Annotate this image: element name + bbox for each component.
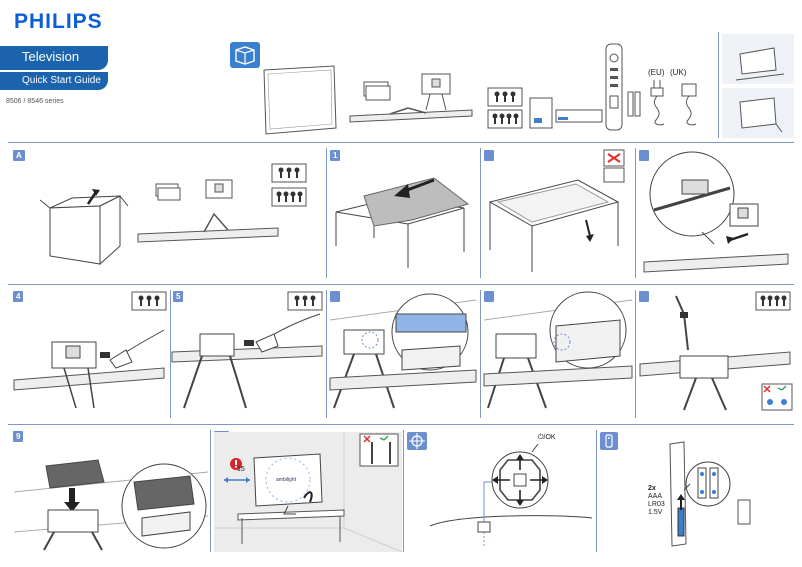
divider-r3-4	[635, 290, 636, 418]
battery-size: AAA	[648, 493, 663, 500]
battery-quantity: 2x	[648, 485, 656, 492]
distance-label: 15	[237, 466, 245, 473]
divider-row-1	[8, 142, 794, 143]
attach-stand-to-tv-illustration	[14, 432, 208, 552]
divider-r2-2	[480, 148, 481, 278]
remote-control-illustration	[604, 44, 644, 132]
fix-cover-detail-illustration	[484, 290, 632, 412]
tv-face-down-illustration	[486, 150, 630, 272]
option-b-panel	[722, 88, 794, 138]
plug-label-eu: (EU)	[648, 68, 665, 77]
step-4-screws	[132, 292, 166, 310]
step-8-screws	[756, 292, 790, 310]
joystick-section-icon	[407, 432, 427, 450]
power-cables-illustration	[646, 80, 710, 130]
battery-spec: 2x AAA LR03 1.5V	[648, 485, 665, 517]
unboxed-parts-illustration	[136, 176, 282, 246]
attach-bracket-illustration	[642, 152, 792, 274]
step-8-badge	[639, 291, 649, 302]
screws-pack-illustration	[488, 88, 522, 130]
unbox-illustration	[40, 189, 130, 266]
screw-stand-left-illustration	[14, 316, 168, 412]
step-a-badge: A	[13, 150, 25, 161]
step-9-badge: 9	[13, 431, 24, 442]
brand-block: PHILIPS Television Quick Start Guide 850…	[0, 0, 112, 112]
battery-insert-illustration	[664, 440, 764, 548]
product-title: Television	[0, 46, 108, 70]
option-a-panel	[722, 34, 794, 84]
divider-header	[718, 32, 719, 138]
philips-logo: PHILIPS	[14, 10, 103, 33]
step-5-screws	[288, 292, 322, 310]
box-contents-icon	[230, 42, 260, 68]
divider-r4-3	[596, 430, 597, 552]
step-1-badge: 1	[330, 150, 341, 161]
fix-cover-illustration	[330, 290, 476, 412]
series-label: 8506 / 8546 series	[6, 98, 64, 105]
step-6-badge	[330, 291, 340, 302]
divider-r2-3	[635, 148, 636, 278]
ambilight-label: ambilight	[276, 477, 297, 483]
divider-r3-1	[170, 290, 171, 418]
divider-r4-2	[403, 430, 404, 552]
battery-voltage: 1.5V	[648, 509, 663, 516]
step-3-badge	[639, 150, 649, 161]
divider-row-2	[8, 284, 794, 285]
divider-r4-1	[210, 430, 211, 552]
battery-code: LR03	[648, 501, 665, 508]
joystick-illustration	[428, 442, 592, 548]
screws-illustration	[272, 164, 306, 208]
step-2-badge	[484, 150, 494, 161]
remote-section-icon	[600, 432, 618, 450]
divider-row-3	[8, 424, 794, 425]
step-5-badge: 5	[173, 291, 184, 302]
step-4-badge: 4	[13, 291, 24, 302]
screw-stand-right-illustration	[172, 312, 324, 412]
divider-r3-3	[480, 290, 481, 418]
divider-r3-2	[326, 290, 327, 418]
tv-panel-illustration	[262, 66, 338, 136]
tighten-screws-illustration	[640, 292, 794, 414]
guide-title: Quick Start Guide	[0, 72, 108, 90]
tv-ambilight-illustration	[214, 432, 402, 552]
divider-r2-1	[326, 148, 327, 278]
plug-label-uk: (UK)	[670, 68, 687, 77]
place-tv-on-table-illustration	[334, 168, 474, 268]
documents-illustration	[528, 96, 604, 130]
power-ok-label: ⏻/OK	[538, 434, 556, 441]
stand-parts-illustration	[346, 70, 476, 130]
step-7-badge	[484, 291, 494, 302]
